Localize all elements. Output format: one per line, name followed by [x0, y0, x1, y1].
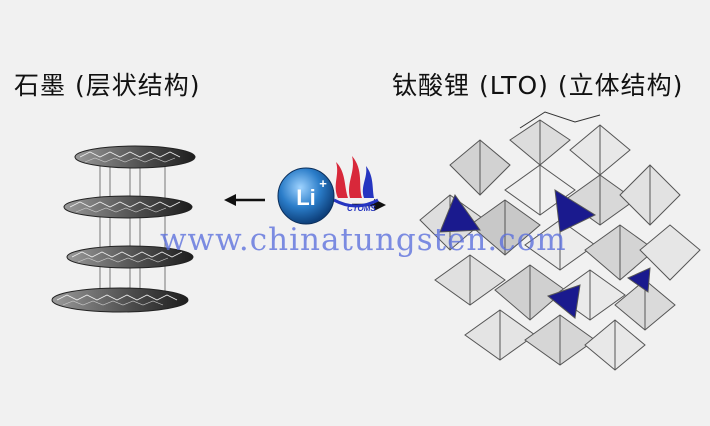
- logo-text: CTOMS: [347, 204, 376, 213]
- graphite-layer: [74, 145, 196, 169]
- blue-tetrahedron: [439, 193, 481, 233]
- lto-title: 钛酸锂 (LTO) (立体结构): [392, 71, 684, 100]
- graphite-layer: [63, 195, 193, 219]
- lithium-ion: Li +: [277, 167, 335, 225]
- graphite-layer: [51, 287, 189, 313]
- blue-tetrahedron: [554, 189, 597, 233]
- blue-tetrahedron: [546, 284, 581, 319]
- left-arrow: [224, 194, 265, 206]
- ctoms-logo-icon: [333, 156, 379, 208]
- ion-charge: +: [319, 176, 327, 191]
- graphite-title: 石墨 (层状结构): [14, 71, 201, 100]
- lto-structure: [419, 111, 701, 371]
- blue-tetrahedron: [626, 267, 651, 293]
- ion-label: Li: [296, 185, 316, 210]
- graphite-layer: [66, 245, 194, 269]
- graphite-structure: [51, 145, 196, 313]
- watermark-text: www.chinatungsten.com: [160, 222, 567, 258]
